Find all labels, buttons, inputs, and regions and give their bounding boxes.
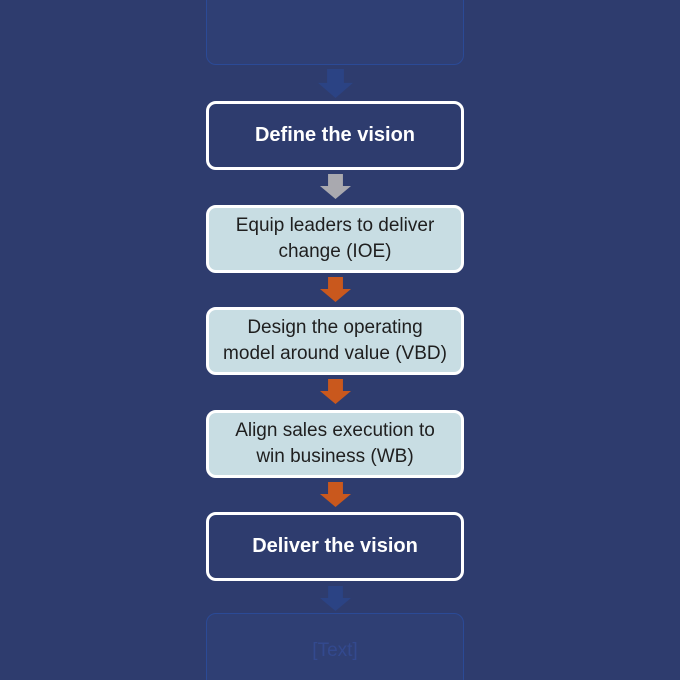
flow-node-design-model: Design the operating model around value …: [206, 307, 464, 375]
flow-node-define-the-vision: Define the vision: [206, 101, 464, 170]
flow-node-equip-leaders: Equip leaders to deliver change (IOE): [206, 205, 464, 273]
flow-node-label: Align sales execution to win business (W…: [235, 420, 435, 467]
down-arrow-icon: [320, 174, 351, 199]
flow-node-placeholder-top: [206, 0, 464, 65]
flow-node-label: Define the vision: [254, 124, 416, 146]
flow-node-align-sales: Align sales execution to win business (W…: [206, 410, 464, 478]
down-arrow-icon: [320, 482, 351, 507]
flow-node-placeholder-bottom: [Text]: [206, 613, 464, 680]
flow-node-deliver-the-vision: Deliver the vision: [206, 512, 464, 581]
flow-node-label: Equip leaders to deliver change (IOE): [235, 215, 435, 262]
down-arrow-icon: [320, 277, 351, 302]
down-arrow-icon: [318, 69, 353, 98]
down-arrow-icon: [320, 379, 351, 404]
flow-node-label: [Text]: [312, 640, 358, 662]
flow-node-label: Deliver the vision: [252, 535, 418, 557]
down-arrow-icon: [320, 586, 351, 611]
flow-node-label: Design the operating model around value …: [223, 317, 447, 364]
